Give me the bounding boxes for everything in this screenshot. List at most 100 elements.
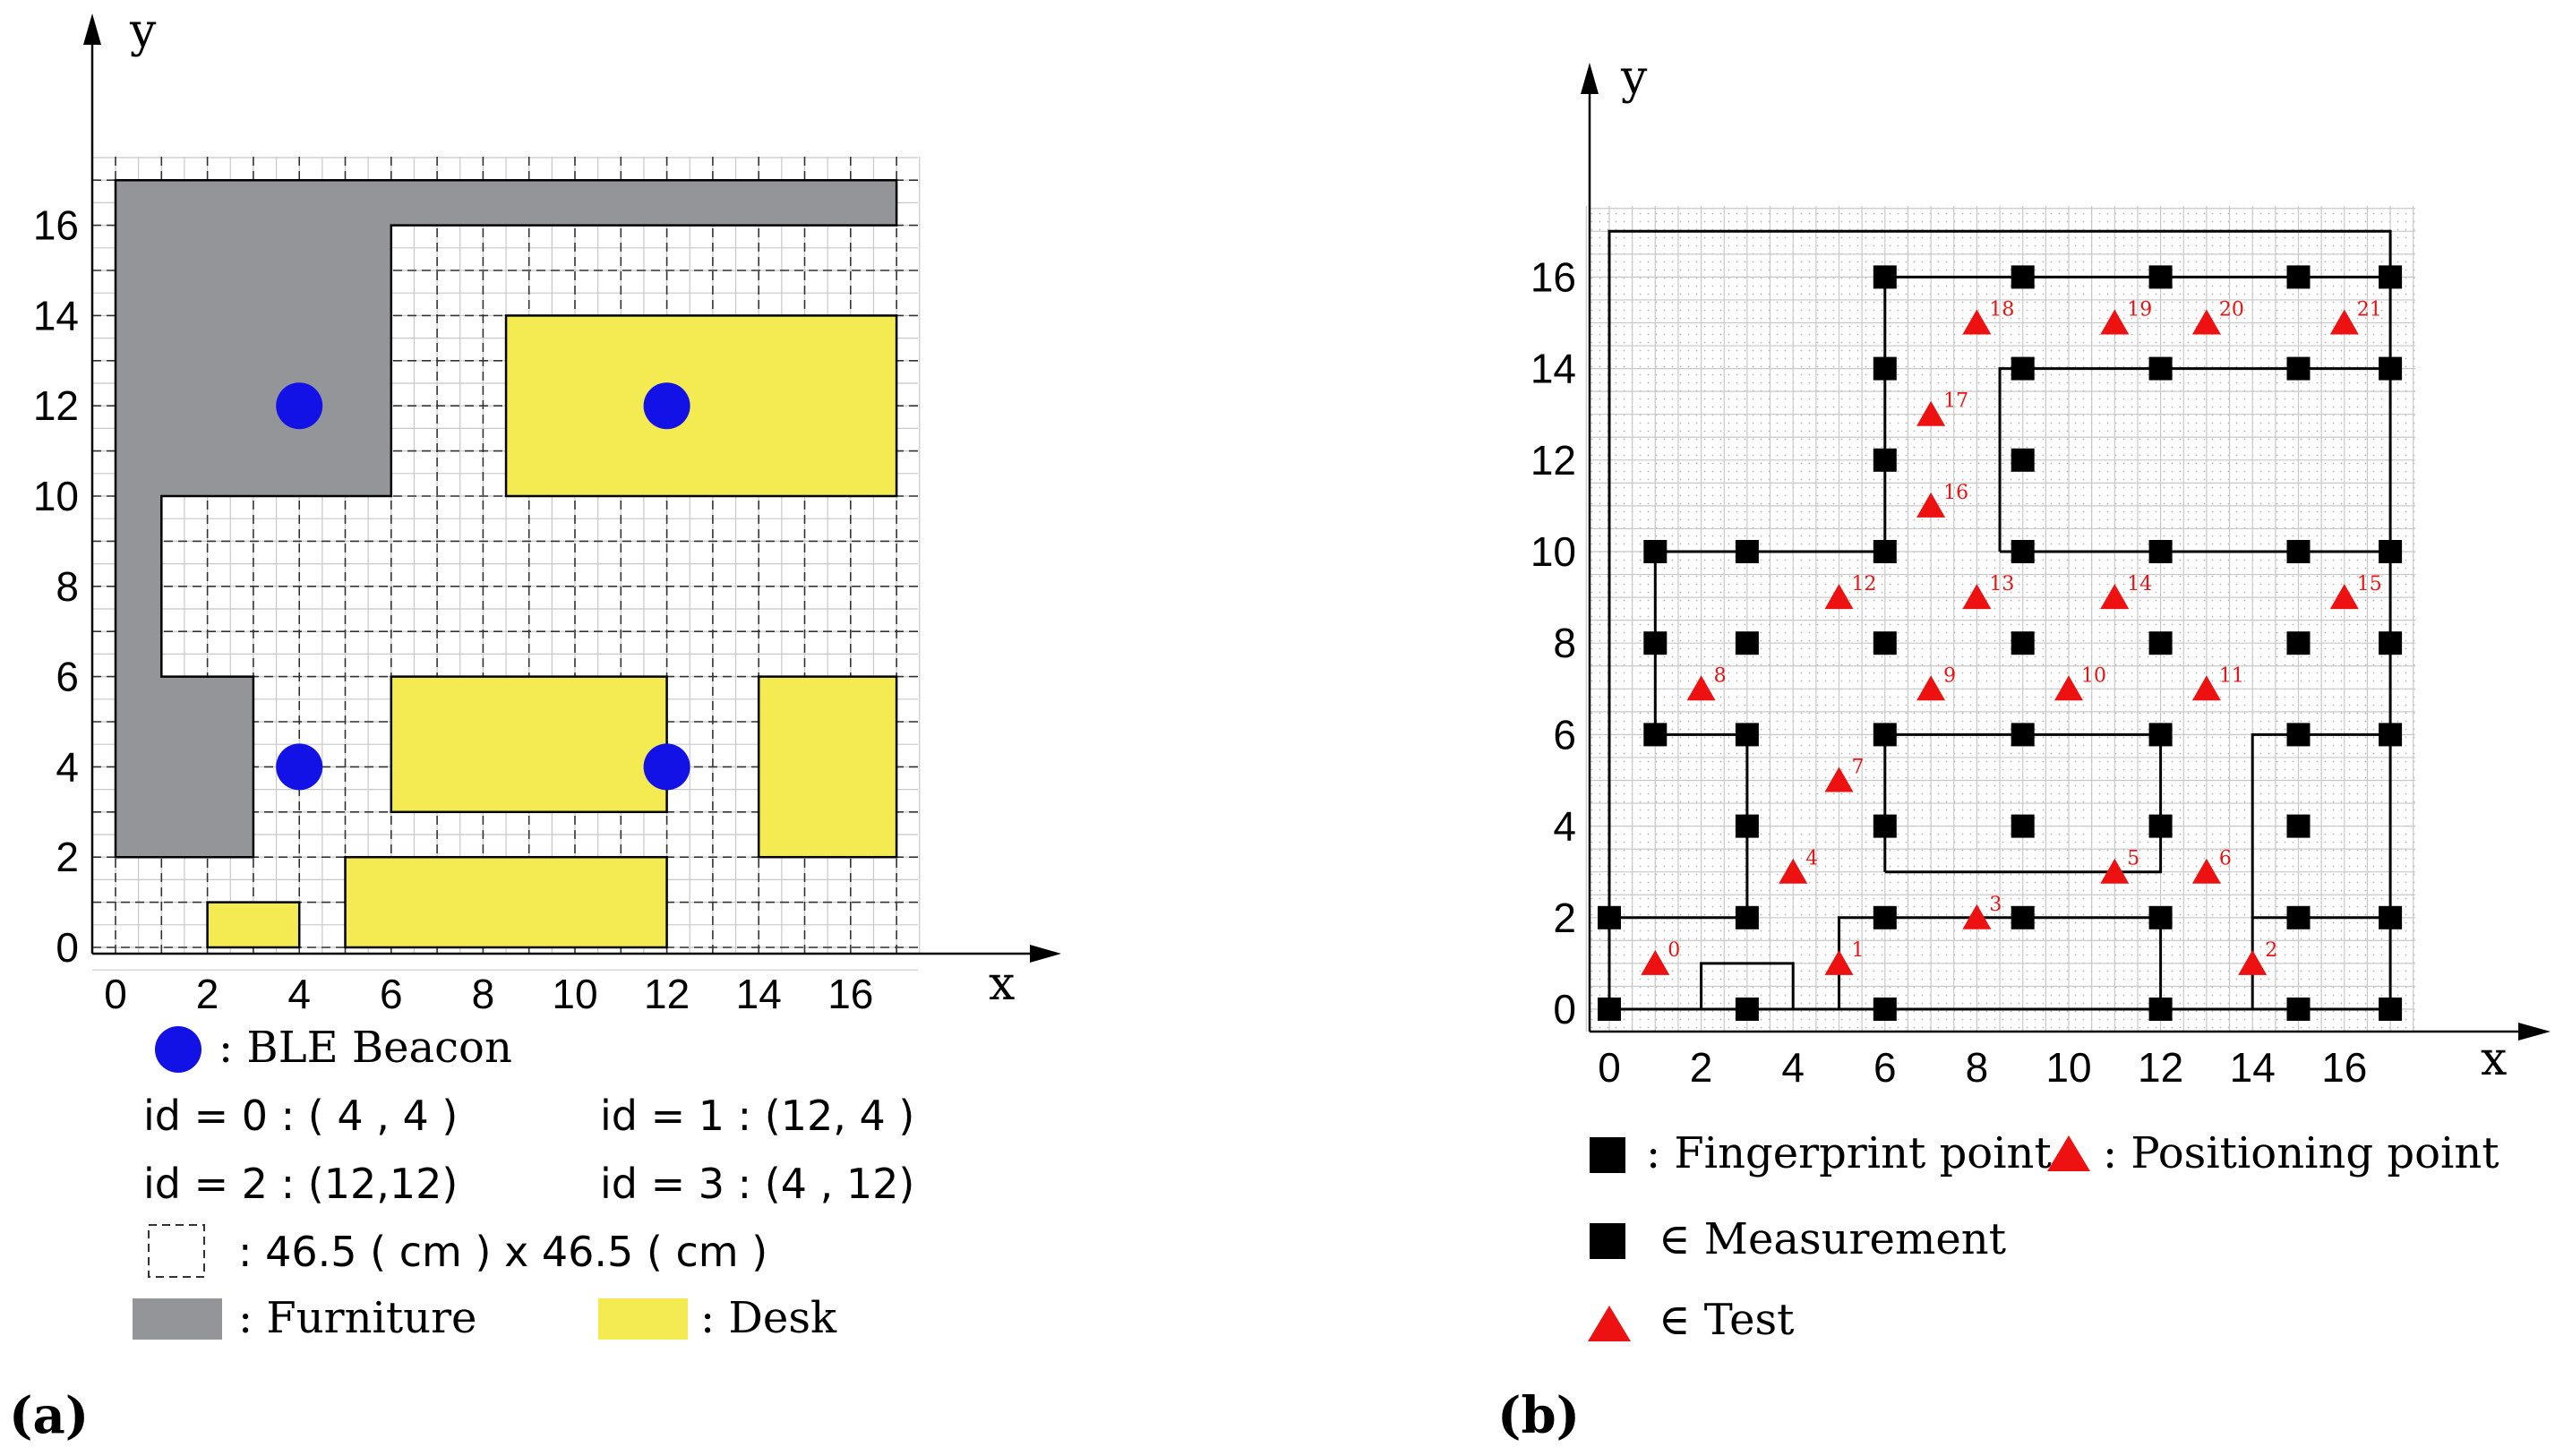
x-tick-label: 4 xyxy=(1781,1044,1805,1091)
legend-beacon-id2: id = 2 : (12,12) xyxy=(143,1160,458,1208)
panel-b-y-axis-label: y xyxy=(1620,51,1648,105)
ble-beacon-marker xyxy=(643,743,690,791)
positioning-point-marker xyxy=(1824,767,1854,792)
fingerprint-point-marker xyxy=(2011,448,2035,472)
ble-beacon-marker xyxy=(276,743,323,791)
fingerprint-point-marker xyxy=(2148,631,2173,655)
legend-measurement-marker xyxy=(1590,1223,1625,1259)
legend-positioning-marker xyxy=(2047,1135,2090,1171)
fingerprint-point-marker xyxy=(2286,905,2311,929)
fingerprint-point-marker xyxy=(1643,723,1668,747)
positioning-point-marker xyxy=(2100,858,2130,884)
fingerprint-point-marker xyxy=(1735,905,1759,929)
fingerprint-point-marker xyxy=(1598,998,1621,1021)
positioning-point-marker xyxy=(1641,949,1670,975)
panel-b-axes xyxy=(1581,63,2551,1041)
y-tick-label: 10 xyxy=(33,473,79,519)
x-tick-label: 4 xyxy=(287,971,311,1017)
positioning-point-label: 13 xyxy=(1989,573,2014,595)
panel-a-beacons xyxy=(276,382,690,791)
positioning-point-label: 8 xyxy=(1714,664,1727,687)
positioning-point-marker xyxy=(2329,584,2359,610)
legend-beacon-id1: id = 1 : (12, 4 ) xyxy=(600,1092,914,1140)
positioning-point-label: 1 xyxy=(1852,939,1865,962)
legend-furniture-swatch xyxy=(133,1298,222,1340)
positioning-point-label: 6 xyxy=(2219,848,2232,870)
legend-measurement-label: ∈ Measurement xyxy=(1659,1214,2006,1264)
panel-b-label: (b) xyxy=(1497,1386,1580,1445)
desk-rect xyxy=(344,855,668,949)
positioning-point-marker xyxy=(1962,309,1992,335)
y-tick-label: 16 xyxy=(33,202,79,249)
fingerprint-point-marker xyxy=(2286,265,2311,289)
desk-rect xyxy=(390,675,668,814)
fingerprint-point-marker xyxy=(2286,814,2311,838)
fingerprint-point-marker xyxy=(2148,356,2173,381)
fingerprint-point-marker xyxy=(2148,998,2173,1021)
legend-beacon-label: : BLE Beacon xyxy=(219,1023,512,1073)
fingerprint-point-marker xyxy=(1873,814,1897,838)
fingerprint-point-marker xyxy=(2148,265,2173,289)
legend-beacon-id0: id = 0 : ( 4 , 4 ) xyxy=(143,1092,458,1140)
fingerprint-point-marker xyxy=(2379,998,2403,1021)
x-tick-label: 0 xyxy=(1598,1044,1621,1091)
x-tick-label: 16 xyxy=(827,971,873,1017)
positioning-point-label: 20 xyxy=(2219,299,2244,321)
furniture-polygon xyxy=(114,178,898,859)
y-tick-label: 0 xyxy=(56,924,79,971)
positioning-point-label: 12 xyxy=(1852,573,1877,595)
panel-a-y-axis-label: y xyxy=(129,4,157,58)
positioning-point-marker xyxy=(2191,309,2221,335)
fingerprint-point-marker xyxy=(2148,540,2173,563)
y-tick-label: 0 xyxy=(1553,986,1576,1032)
positioning-point-marker xyxy=(1916,400,1946,426)
legend-beacon-id3: id = 3 : (4 , 12) xyxy=(600,1160,914,1208)
fingerprint-point-marker xyxy=(2148,723,2173,747)
fingerprint-point-marker xyxy=(2011,814,2035,838)
fingerprint-point-marker xyxy=(2011,723,2035,747)
y-tick-label: 12 xyxy=(33,382,79,429)
positioning-point-label: 3 xyxy=(1989,894,2002,916)
fingerprint-point-marker xyxy=(2011,356,2035,381)
positioning-point-label: 17 xyxy=(1943,390,1968,413)
fingerprint-point-marker xyxy=(2011,905,2035,929)
legend-desk-swatch xyxy=(598,1298,688,1340)
positioning-point-label: 9 xyxy=(1943,664,1956,687)
desk-rect xyxy=(206,901,301,949)
positioning-point-label: 19 xyxy=(2127,299,2152,321)
positioning-point-marker xyxy=(1962,904,1992,929)
panel-b-x-axis-label: x xyxy=(2481,1032,2507,1086)
x-axis-arrowhead xyxy=(1030,945,1061,963)
x-tick-label: 16 xyxy=(2321,1044,2367,1091)
positioning-point-marker xyxy=(1824,584,1854,610)
y-axis-arrowhead xyxy=(1581,63,1599,94)
x-tick-label: 10 xyxy=(552,971,597,1017)
ble-beacon-marker xyxy=(643,382,690,430)
fingerprint-point-marker xyxy=(1643,631,1668,655)
wall-line xyxy=(1700,962,1795,1009)
fingerprint-point-marker xyxy=(1873,356,1897,381)
x-tick-label: 6 xyxy=(1873,1044,1897,1091)
x-tick-label: 8 xyxy=(472,971,495,1017)
x-tick-label: 8 xyxy=(1966,1044,1989,1091)
fingerprint-point-marker xyxy=(1873,265,1897,289)
panel-b-fingerprint-points xyxy=(1598,265,2403,1021)
positioning-point-label: 7 xyxy=(1852,757,1865,779)
panel-a-axes xyxy=(83,13,1061,963)
legend-fingerprint-label: : Fingerprint point xyxy=(1646,1128,2052,1178)
positioning-point-marker xyxy=(2191,675,2221,701)
fingerprint-point-marker xyxy=(2011,265,2035,289)
y-axis-arrowhead xyxy=(83,13,101,45)
fingerprint-point-marker xyxy=(2379,265,2403,289)
fingerprint-point-marker xyxy=(1643,540,1668,563)
fingerprint-point-marker xyxy=(2286,540,2311,563)
wall-line xyxy=(2251,732,2391,918)
fingerprint-point-marker xyxy=(1598,905,1621,929)
y-tick-label: 8 xyxy=(1553,620,1576,666)
